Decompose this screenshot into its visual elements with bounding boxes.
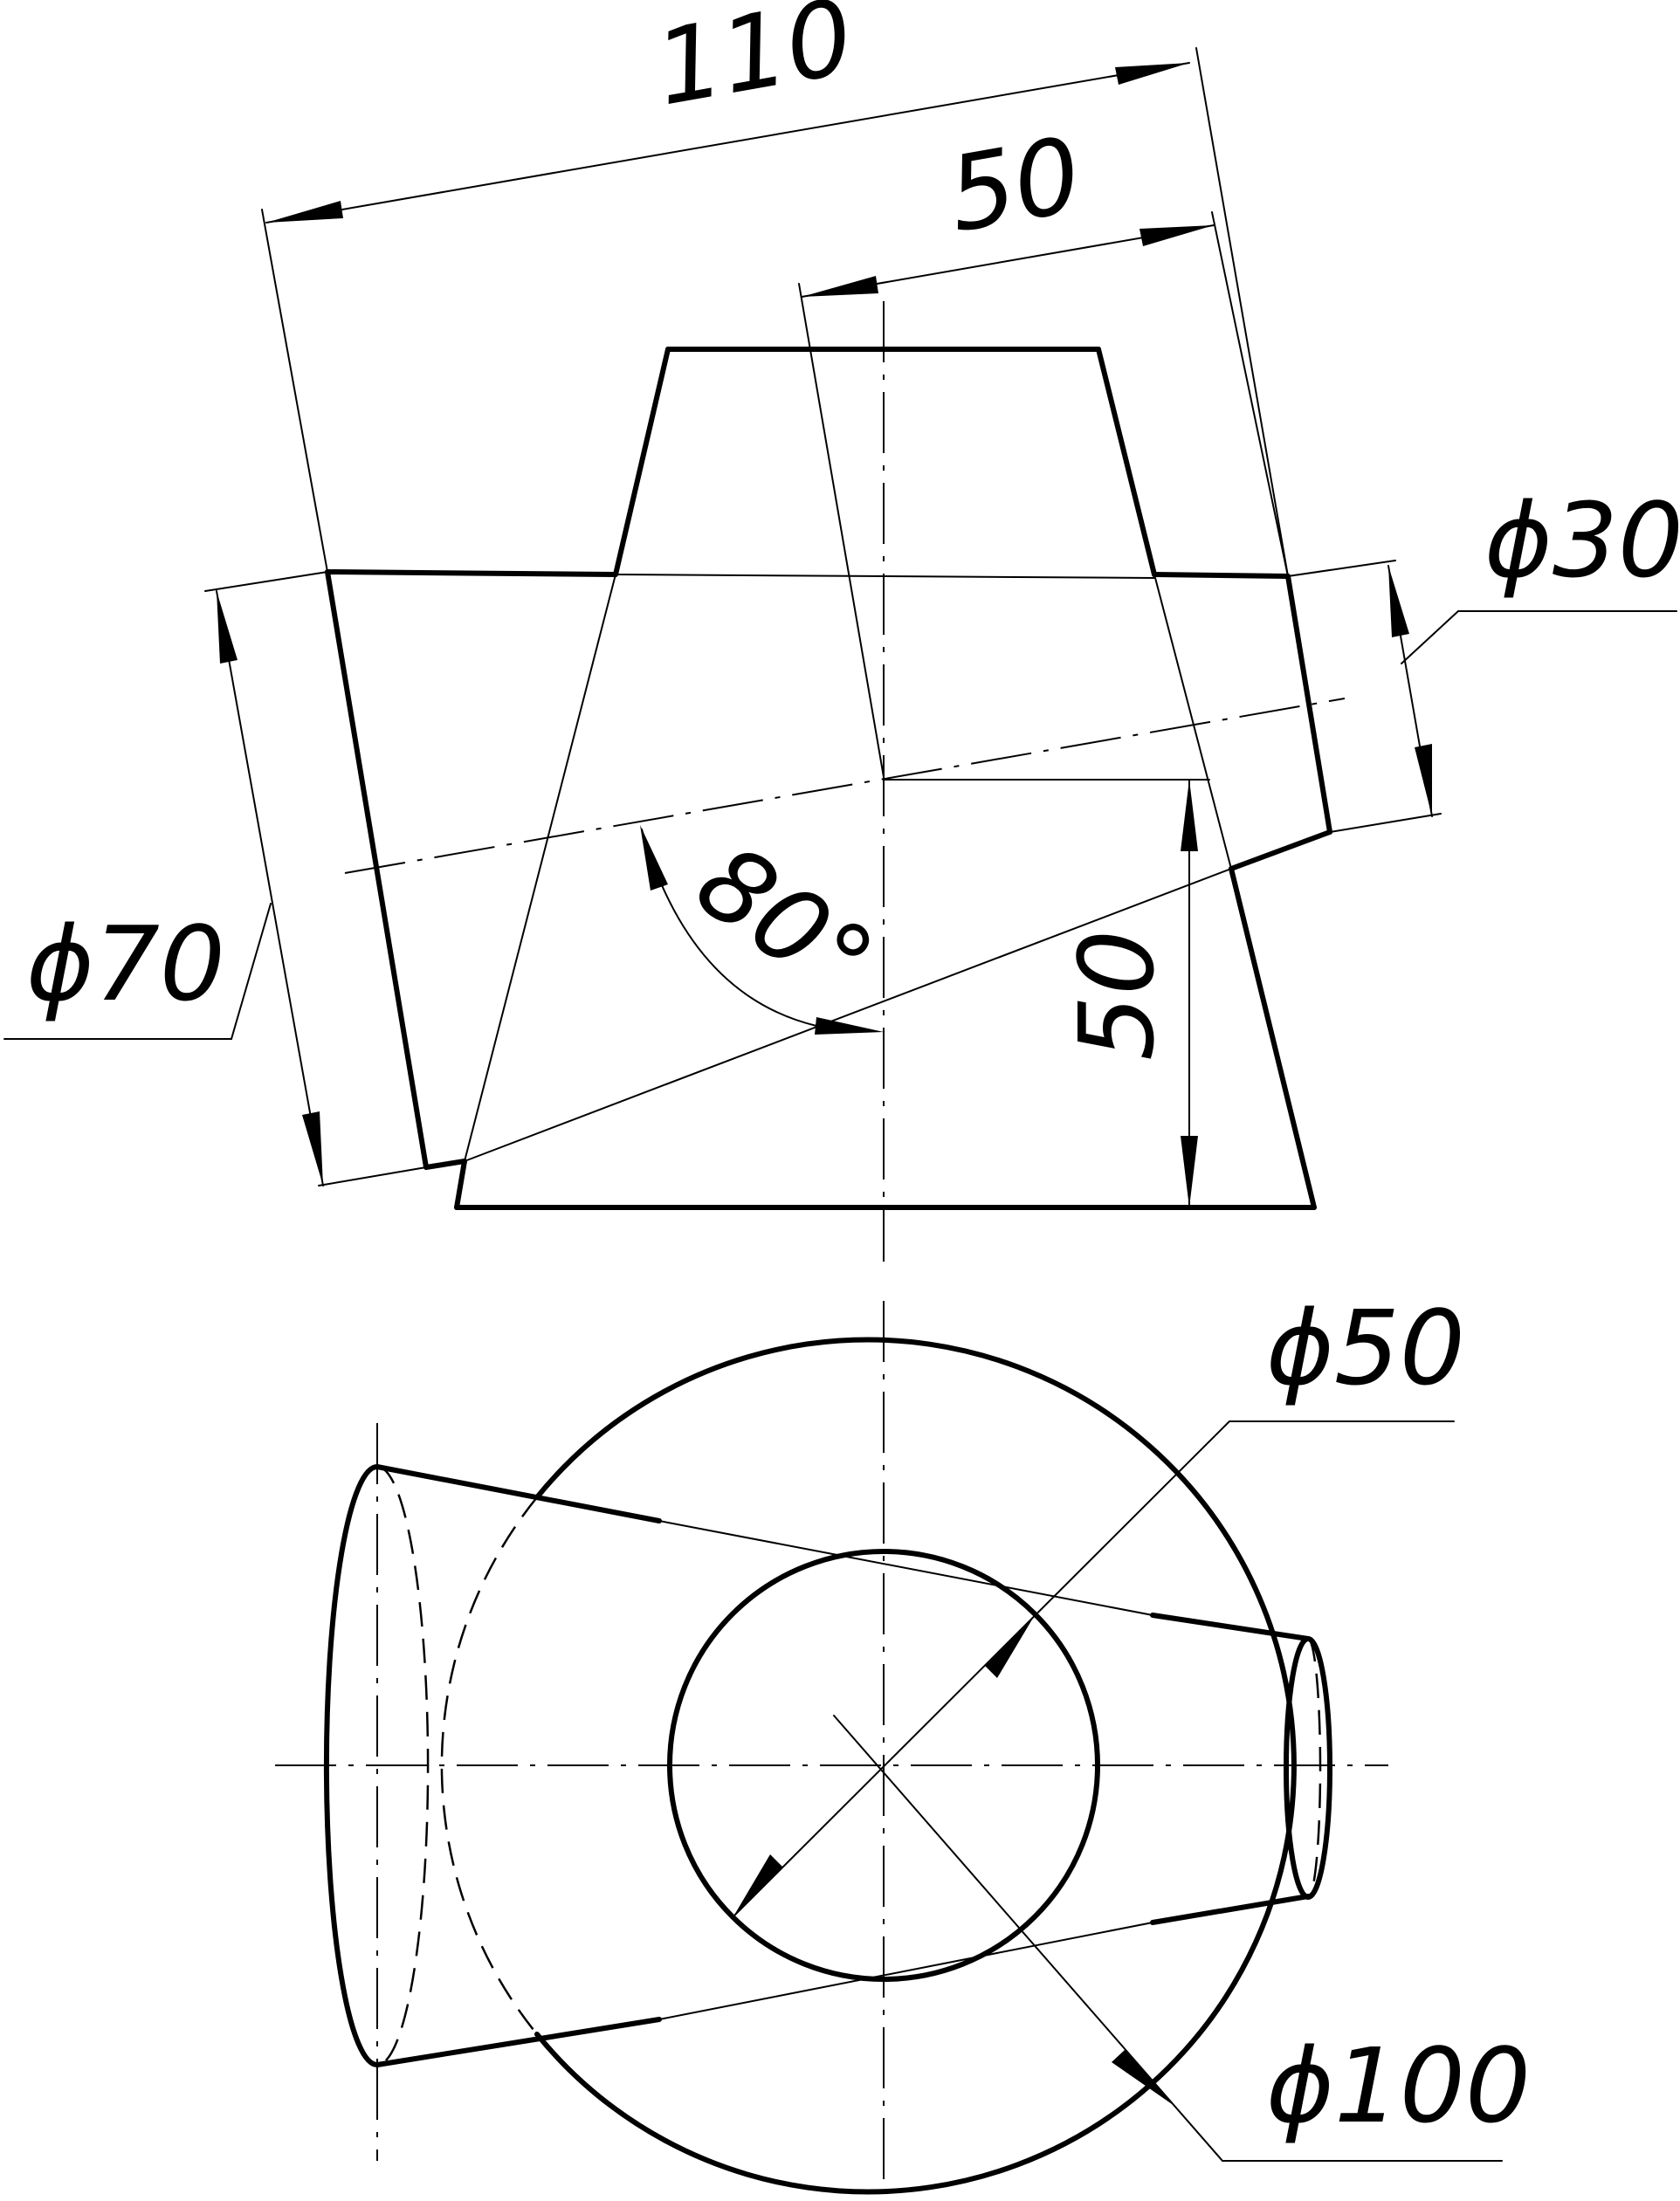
branch-top-edge-right: [1152, 572, 1291, 579]
large-end-hidden: [376, 1465, 430, 2067]
branch-lower-left: [423, 1159, 467, 1170]
branch-lower-right: [1229, 829, 1332, 871]
outer-circle-hidden: [440, 1496, 538, 2035]
dim-70-arrow-top: [217, 591, 238, 664]
small-end-hidden: [1307, 1637, 1322, 1899]
dim-110-label: 110: [647, 0, 862, 129]
branch-top-outline-mid: [658, 1520, 1153, 1616]
dim-phi50-arrow-lower: [733, 1854, 782, 1916]
branch-top-outline-left: [375, 1464, 662, 1524]
dim-70-label: ϕ70: [26, 904, 225, 1024]
dim-30-arrow-top: [1388, 566, 1409, 637]
branch-top-outline-right: [1150, 1613, 1311, 1641]
ext-30-bottom: [1329, 813, 1442, 833]
dim-50-arrow-right: [1140, 225, 1214, 246]
branch-bottom-outline-left: [375, 2017, 662, 2067]
ext-110-left: [261, 209, 328, 573]
branch-large-end: [325, 569, 429, 1170]
dim-phi100-line: [833, 1715, 1223, 2162]
outer-circle-visible: [534, 1337, 1297, 2195]
angle-label: 80°: [676, 821, 894, 1024]
dim-110-arrow-right: [1115, 63, 1189, 85]
cone-left-lower-edge: [454, 1159, 467, 1210]
dim-phi100-label: ϕ100: [1266, 2026, 1531, 2146]
branch-axis: [344, 698, 1346, 874]
ext-30-top: [1287, 560, 1396, 577]
dim-70-line: [216, 590, 324, 1186]
dim-phi50-arrow-upper: [985, 1615, 1035, 1678]
dim-phi50-line: [733, 1420, 1230, 1917]
dim-30-leader: [1401, 610, 1677, 664]
dim-30-label: ϕ30: [1484, 480, 1680, 601]
large-end-visible: [323, 1464, 380, 2067]
branch-bottom-outline-mid: [658, 1922, 1153, 2020]
angle-arrow-top: [640, 825, 668, 891]
branch-bottom-outline-right: [1150, 1894, 1311, 1925]
inner-circle: [667, 1549, 1100, 1982]
branch-top-edge-left: [325, 569, 618, 577]
dim-50-arrow-left: [802, 276, 878, 297]
dim-height-arrow-bottom: [1181, 1136, 1198, 1207]
top-view: ϕ50 ϕ100: [275, 1288, 1531, 2195]
ext-70-top: [204, 571, 328, 592]
ext-50-right: [1211, 211, 1289, 577]
ext-50-left: [798, 283, 885, 778]
dim-50-label: 50: [940, 114, 1090, 256]
dim-phi50-label: ϕ50: [1266, 1288, 1465, 1408]
dim-70-arrow-bottom: [302, 1111, 323, 1186]
cone-right-generator: [1153, 574, 1232, 870]
branch-bottom-generator: [464, 868, 1232, 1162]
dim-height-arrow-top: [1181, 780, 1198, 851]
cone-left-edge: [613, 347, 671, 577]
cone-right-lower-edge: [1229, 866, 1317, 1210]
dim-110-line: [265, 62, 1190, 224]
branch-small-end: [1285, 574, 1332, 835]
dim-110-arrow-left: [266, 201, 343, 223]
dim-70-leader: [3, 903, 272, 1040]
dim-height-label: 50: [1057, 930, 1177, 1061]
ext-110-right: [1195, 47, 1289, 577]
cone-right-upper-edge: [1096, 347, 1157, 577]
dim-phi100-arrow: [1112, 2050, 1174, 2106]
cone-left-generator: [464, 574, 616, 1162]
dim-30-arrow-bottom: [1415, 744, 1432, 816]
ext-70-bottom: [318, 1166, 427, 1186]
front-view: 110 50 ϕ30 ϕ70 80° 50: [3, 0, 1680, 1262]
branch-top-thin: [615, 574, 1155, 579]
angle-arrow-bottom: [815, 1017, 884, 1035]
